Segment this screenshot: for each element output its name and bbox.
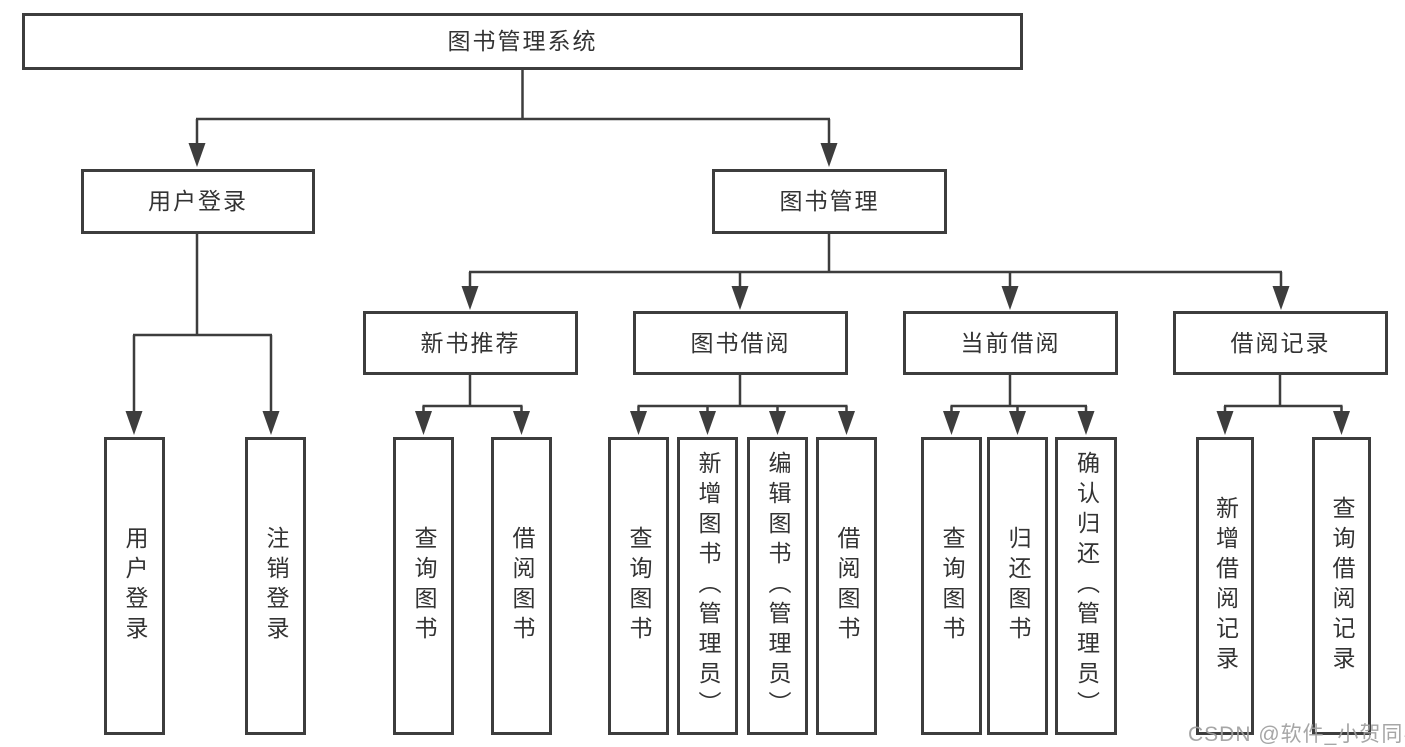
node-book-management: 图书管理 bbox=[712, 169, 947, 234]
leaf-user-login: 用户登录 bbox=[104, 437, 165, 735]
node-new-book-recommend: 新书推荐 bbox=[363, 311, 578, 375]
leaf-logout: 注销登录 bbox=[245, 437, 306, 735]
leaf-borrow-query-book: 查询图书 bbox=[608, 437, 669, 735]
leaf-current-confirm-return-admin: 确认归还（管理员） bbox=[1055, 437, 1117, 735]
node-book-borrow: 图书借阅 bbox=[633, 311, 848, 375]
node-borrow-record: 借阅记录 bbox=[1173, 311, 1388, 375]
node-current-borrow: 当前借阅 bbox=[903, 311, 1118, 375]
leaf-current-return-book: 归还图书 bbox=[987, 437, 1048, 735]
leaf-borrow-edit-book-admin: 编辑图书（管理员） bbox=[747, 437, 808, 735]
csdn-watermark: CSDN @软件_小贺同学 bbox=[1188, 723, 1405, 746]
leaf-current-query-book: 查询图书 bbox=[921, 437, 982, 735]
leaf-recommend-query-book: 查询图书 bbox=[393, 437, 454, 735]
leaf-recommend-borrow-book: 借阅图书 bbox=[491, 437, 552, 735]
arrowheads bbox=[125, 143, 1350, 435]
leaf-borrow-add-book-admin: 新增图书（管理员） bbox=[677, 437, 738, 735]
node-root: 图书管理系统 bbox=[22, 13, 1023, 70]
leaf-borrow-borrow-book: 借阅图书 bbox=[816, 437, 877, 735]
leaf-record-add-borrow-record: 新增借阅记录 bbox=[1196, 437, 1254, 735]
leaf-record-query-borrow-record: 查询借阅记录 bbox=[1312, 437, 1371, 735]
node-user-login: 用户登录 bbox=[81, 169, 315, 234]
